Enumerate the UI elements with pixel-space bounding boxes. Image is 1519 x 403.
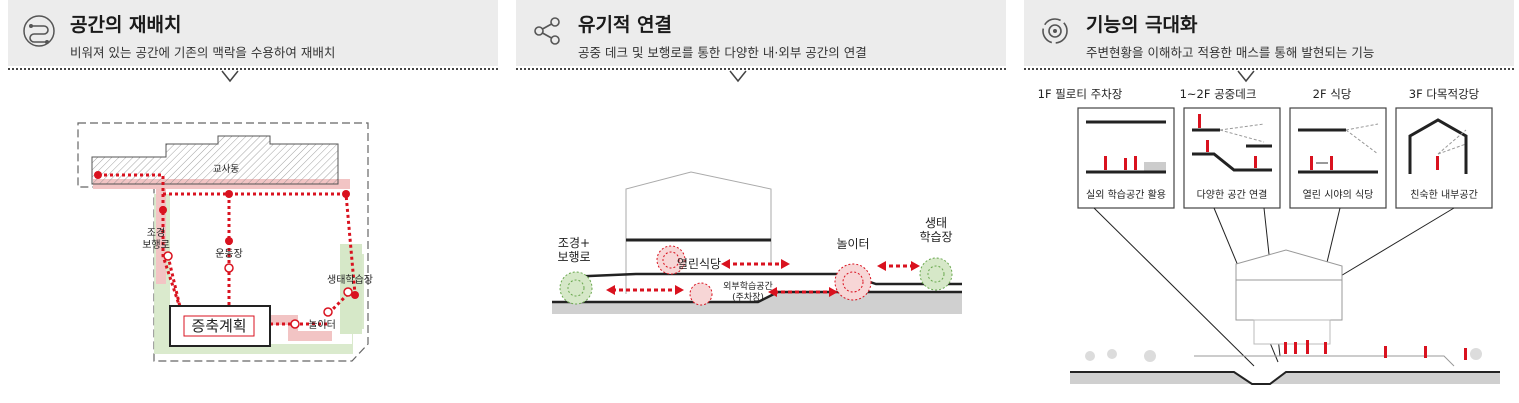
label-play: 놀이터 [836,237,869,251]
label-playground: 운동장 [215,248,243,260]
ground-section [1070,372,1500,384]
people-figures [1284,340,1467,360]
card-floor-3: 2F 식당 [1313,87,1352,101]
panel-title: 기능의 극대화 [1086,14,1198,36]
label-extension: 증축계획 [191,317,246,335]
chevron-down-icon [221,70,239,83]
label-dining: 열린식당 [677,257,721,271]
card-1: 실외 학습공간 활용 [1077,107,1175,209]
label-building: 교사동 [213,164,239,175]
panel-organic-connection: 유기적 연결 공중 데크 및 보행로를 통한 다양한 내·외부 공간의 연결 [516,0,1006,400]
red-arrows [612,262,914,294]
label-landscape: 조경+보행로 [557,236,590,264]
card-4: 친숙한 내부공간 [1395,107,1493,209]
panel-subtitle: 주변현황을 이해하고 적용한 매스를 통해 발현되는 기능 [1086,45,1375,60]
panel-header: 공간의 재배치 비워져 있는 공간에 기존의 맥락을 수용하여 재배치 [8,0,498,66]
card-2: 다양한 공간 연결 [1183,107,1281,209]
panel-header: 기능의 극대화 주변현황을 이해하고 적용한 매스를 통해 발현되는 기능 [1024,0,1514,66]
label-outdoor: 외부학습공간(주차장) [723,280,773,303]
card-caption-2: 다양한 공간 연결 [1197,189,1268,201]
glow-red [656,245,872,306]
share-icon [534,17,560,45]
trees [1085,348,1482,362]
chevron-down-icon [729,70,747,83]
building-mass [1235,249,1343,345]
dotted-divider [516,68,1006,70]
label-eco: 생태학습장 [327,274,373,286]
panel-title: 공간의 재배치 [70,14,182,36]
card-floor-4: 3F 다목적강당 [1409,87,1480,101]
route-icon [23,15,55,47]
site-plan-diagram: 교사동 증축계획 [77,122,373,362]
card-3: 열린 시야의 식당 [1289,107,1387,209]
card-caption-4: 친숙한 내부공간 [1410,189,1478,201]
card-floor-2: 1~2F 공중데크 [1180,87,1257,101]
panel-subtitle: 비워져 있는 공간에 기존의 맥락을 수용하여 재배치 [70,45,336,60]
dotted-divider [1024,68,1514,70]
panel-header: 유기적 연결 공중 데크 및 보행로를 통한 다양한 내·외부 공간의 연결 [516,0,1006,66]
target-gear-icon [1042,18,1068,44]
card-floor-1: 1F 필로티 주차장 [1038,87,1123,101]
glow-green [559,257,953,305]
label-play: 놀이터 [308,319,336,331]
dotted-divider [8,68,498,70]
site-boundary [77,122,369,362]
card-caption-3: 열린 시야의 식당 [1303,189,1374,201]
chevron-down-icon [1237,70,1255,83]
route-nodes [94,171,359,299]
school-building [91,135,339,185]
function-diagram: 1F 필로티 주차장 1~2F 공중데크 2F 식당 3F 다목적강당 실외 학… [1038,87,1500,385]
card-caption-1: 실외 학습공간 활용 [1086,188,1166,201]
panel-title: 유기적 연결 [578,14,673,36]
panel-function-maximize: 기능의 극대화 주변현황을 이해하고 적용한 매스를 통해 발현되는 기능 1F… [1024,0,1514,400]
panel-space-relocation: 공간의 재배치 비워져 있는 공간에 기존의 맥락을 수용하여 재배치 교사동 [8,0,498,400]
panel-subtitle: 공중 데크 및 보행로를 통한 다양한 내·외부 공간의 연결 [578,45,867,60]
